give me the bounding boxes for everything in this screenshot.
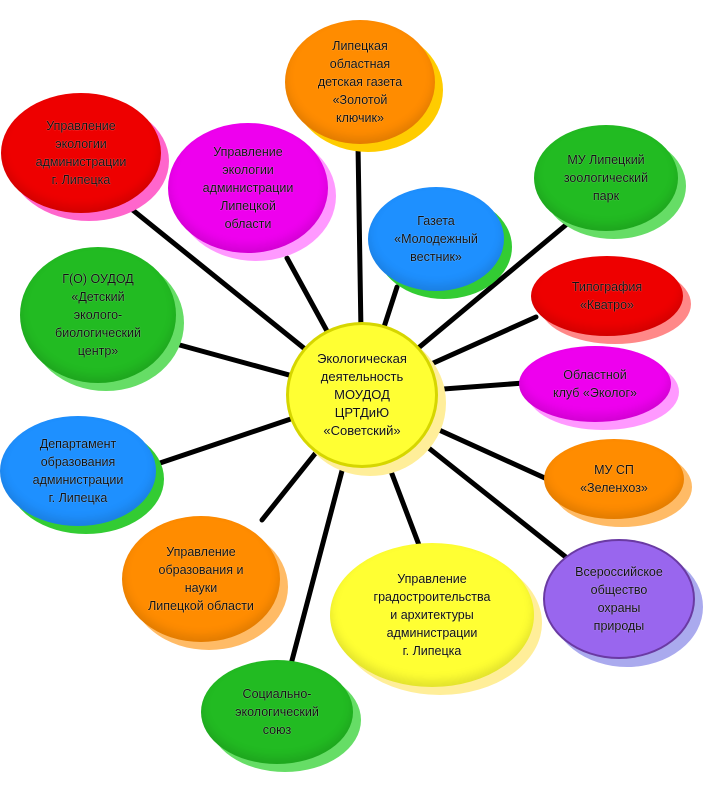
node-departament-obrazovaniya: Департамент образования администрации г.… [0, 416, 164, 534]
node-zelenhoz-label: МУ СП «Зеленхоз» [580, 462, 648, 495]
node-gazeta-molodezhny-label: Газета «Молодежный вестник» [394, 213, 478, 265]
node-socialno-ekologichesky: Социально- экологический союз [201, 660, 361, 772]
node-upr-gradostroitelstva-label: Управление градостроительства и архитект… [373, 571, 491, 659]
node-godod-ekocentr-ellipse [20, 247, 176, 383]
node-vooop-label: Всероссийское общество охраны природы [575, 564, 663, 634]
node-gazeta-zolotoy-klyuchik-label: Липецкая областная детская газета «Золот… [317, 38, 403, 126]
node-upr-ekologii-lipetsk-label: Управление экологии администрации г. Лип… [35, 118, 127, 188]
node-upr-ekologii-oblast: Управление экологии администрации Липецк… [168, 123, 336, 261]
node-upr-obrazovaniya-oblast-ellipse [122, 516, 280, 642]
node-gazeta-molodezhny-ellipse [368, 187, 504, 291]
node-zoopark-ellipse [534, 125, 678, 231]
node-zelenhoz: МУ СП «Зеленхоз» [544, 439, 692, 527]
node-tipografiya-label: Типография «Кватро» [571, 279, 643, 312]
node-departament-obrazovaniya-ellipse [0, 416, 156, 526]
node-zoopark-label: МУ Липецкий зоологический парк [563, 152, 649, 204]
node-departament-obrazovaniya-label: Департамент образования администрации г.… [32, 436, 124, 506]
node-socialno-ekologichesky-ellipse [201, 660, 353, 764]
node-klub-ekolog: Областной клуб «Эколог» [519, 346, 679, 430]
node-klub-ekolog-label: Областной клуб «Эколог» [552, 367, 638, 400]
node-tipografiya: Типография «Кватро» [531, 256, 691, 344]
node-socialno-ekologichesky-label: Социально- экологический союз [235, 686, 319, 738]
central-node: Экологическая деятельность МОУДОД ЦРТДиЮ… [286, 322, 446, 476]
node-upr-gradostroitelstva: Управление градостроительства и архитект… [330, 543, 542, 695]
node-upr-ekologii-oblast-label: Управление экологии администрации Липецк… [202, 144, 294, 232]
central-node-ellipse [286, 322, 438, 468]
node-upr-ekologii-lipetsk-ellipse [1, 93, 161, 213]
node-klub-ekolog-ellipse [519, 346, 671, 422]
node-vooop-ellipse [543, 539, 695, 659]
node-upr-gradostroitelstva-ellipse [330, 543, 534, 687]
central-node-label: Экологическая деятельность МОУДОД ЦРТДиЮ… [317, 350, 407, 439]
node-upr-ekologii-oblast-ellipse [168, 123, 328, 253]
node-gazeta-zolotoy-klyuchik: Липецкая областная детская газета «Золот… [285, 20, 443, 152]
node-zoopark: МУ Липецкий зоологический парк [534, 125, 686, 239]
node-upr-obrazovaniya-oblast-label: Управление образования и науки Липецкой … [148, 544, 254, 614]
node-upr-ekologii-lipetsk: Управление экологии администрации г. Лип… [1, 93, 169, 221]
node-godod-ekocentr-label: Г(О) ОУДОД «Детский эколого- биологическ… [55, 271, 141, 359]
node-godod-ekocentr: Г(О) ОУДОД «Детский эколого- биологическ… [20, 247, 184, 391]
node-gazeta-molodezhny: Газета «Молодежный вестник» [368, 187, 512, 299]
node-upr-obrazovaniya-oblast: Управление образования и науки Липецкой … [122, 516, 288, 650]
node-vooop: Всероссийское общество охраны природы [543, 539, 703, 667]
node-zelenhoz-ellipse [544, 439, 684, 519]
node-gazeta-zolotoy-klyuchik-ellipse [285, 20, 435, 144]
node-tipografiya-ellipse [531, 256, 683, 336]
